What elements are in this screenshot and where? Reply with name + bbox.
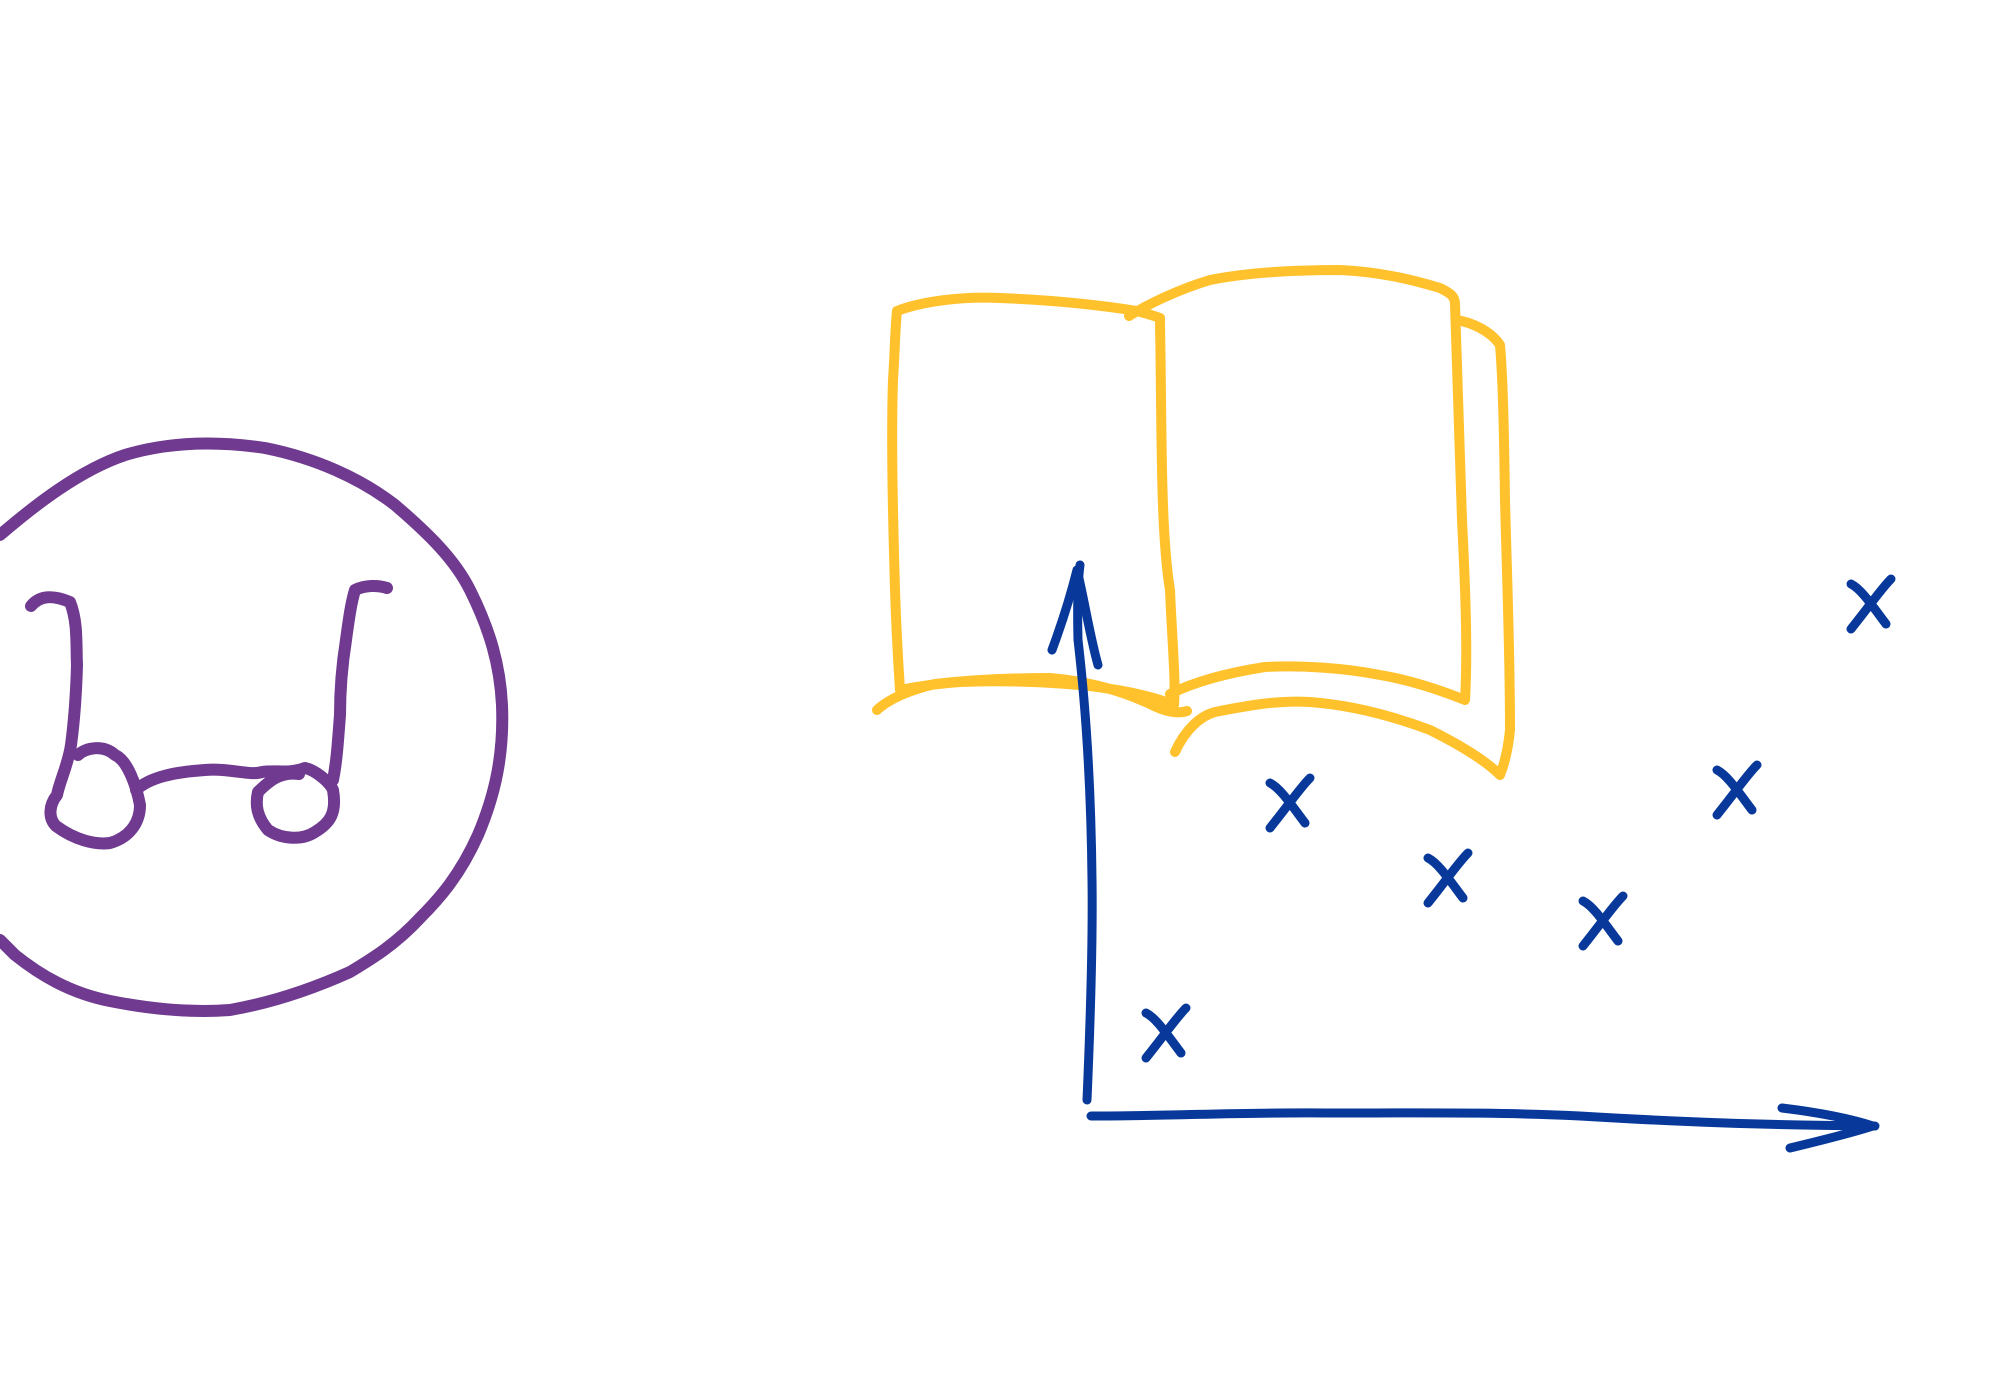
book-back-page [1170, 315, 1515, 780]
plot-marker-3 [1423, 848, 1473, 908]
plot-marker-4 [1578, 891, 1628, 951]
plot-marker-5 [1712, 760, 1762, 820]
scatter-plot-icon [1047, 560, 1896, 1153]
x-axis-arrowhead [1777, 1103, 1878, 1153]
book-bottom-edge [872, 673, 1192, 718]
x-axis-line [1086, 1108, 1880, 1131]
plot-marker-1 [1141, 1003, 1191, 1063]
open-book-icon [872, 265, 1515, 780]
book-right-page [1124, 265, 1472, 705]
plot-markers [1141, 574, 1896, 1063]
y-axis-arrowhead [1047, 565, 1103, 670]
plot-marker-6 [1846, 574, 1896, 634]
badge-circle-outline [0, 437, 509, 1017]
y-axis-line [1073, 560, 1097, 1105]
book-left-page [887, 292, 1180, 710]
glasses-frame-icon [25, 579, 393, 850]
plot-marker-2 [1265, 773, 1315, 833]
plot-axes [1047, 560, 1880, 1153]
glasses-in-circle-icon [0, 437, 509, 1017]
